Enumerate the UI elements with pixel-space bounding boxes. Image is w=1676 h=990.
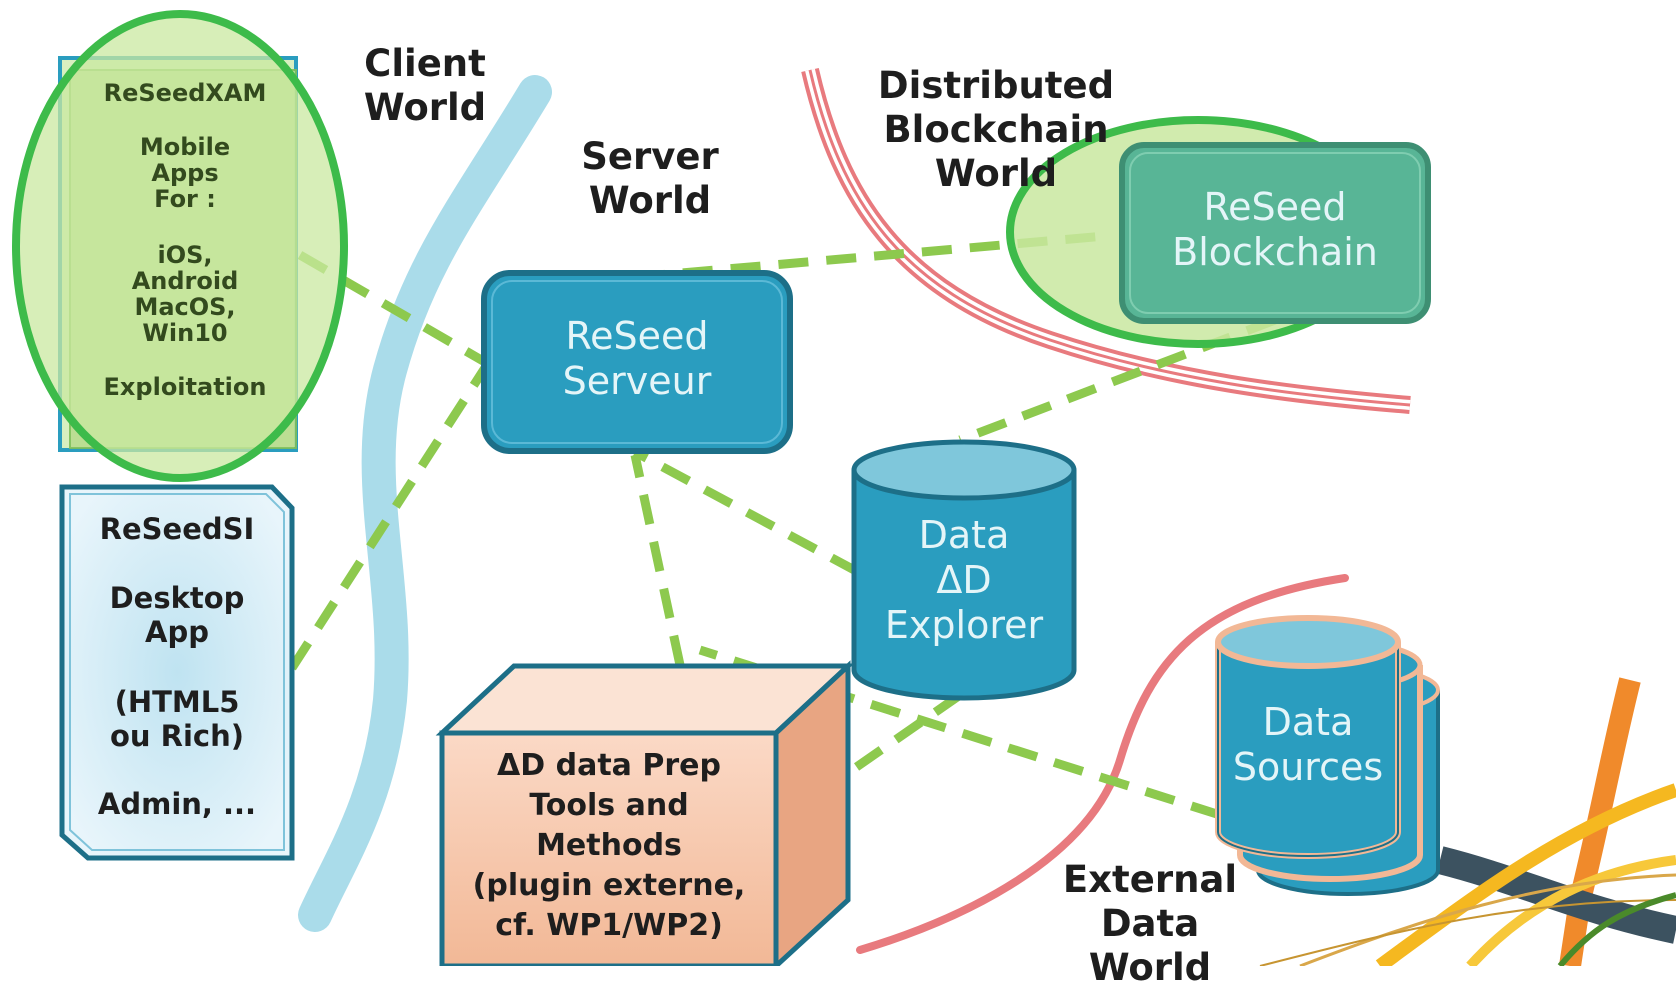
blockchain-world-label: Distributed Blockchain World	[877, 64, 1115, 195]
client-world-boundary	[298, 75, 552, 932]
connector-explorer-prep	[842, 691, 963, 779]
prep-label: ΔD data Prep Tools and Methods (plugin e…	[472, 748, 746, 943]
connector-prep-server	[630, 454, 685, 666]
reseedxam-platforms: iOS, Android MacOS, Win10	[131, 241, 239, 347]
reseedxam-subtitle: Mobile Apps For :	[139, 133, 231, 213]
reseedxam-highlight-ellipse	[12, 10, 348, 482]
reseedxam-title: ReSeedXAM	[103, 79, 267, 107]
blockchain-world-boundary	[801, 67, 1411, 414]
connector-xam-server	[297, 251, 493, 369]
reseedxam-node[interactable]	[12, 10, 348, 482]
explorer-label: Data ΔD Explorer	[884, 513, 1044, 647]
server-world-label: Server World	[581, 135, 719, 222]
connector-si-server	[288, 357, 494, 671]
prep-node[interactable]	[435, 660, 855, 966]
reseedsi-tech: (HTML5 ou Rich)	[109, 685, 245, 753]
blockchain-label: ReSeed Blockchain	[1172, 185, 1378, 274]
explorer-node[interactable]	[851, 439, 1077, 701]
reseedxam-footer: Exploitation	[103, 373, 267, 401]
decorative-swirl	[1259, 677, 1676, 966]
server-node[interactable]	[481, 270, 793, 454]
connector-explorer-server	[632, 448, 861, 576]
sources-node[interactable]	[1215, 615, 1440, 896]
external-world-label: External Data World	[1062, 858, 1238, 989]
reseedsi-footer: Admin, ...	[97, 787, 257, 821]
architecture-diagram	[12, 10, 1676, 966]
external-world-boundary	[856, 574, 1349, 954]
reseedsi-title: ReSeedSI	[99, 512, 255, 546]
server-label: ReSeed Serveur	[562, 314, 712, 403]
reseedsi-subtitle: Desktop App	[109, 581, 245, 649]
client-world-label: Client World	[363, 42, 487, 129]
sources-label: Data Sources	[1232, 700, 1384, 789]
reseedsi-node[interactable]	[59, 484, 295, 861]
blockchain-node[interactable]	[1006, 116, 1431, 348]
